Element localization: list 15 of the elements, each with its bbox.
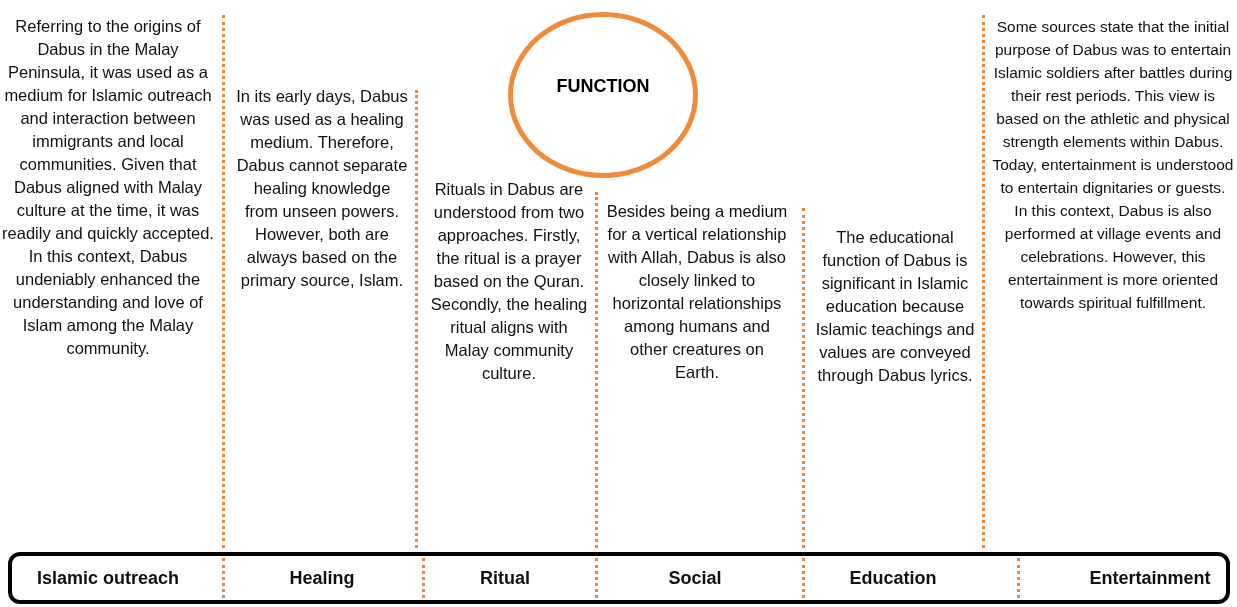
category-label: Social <box>668 567 722 589</box>
circle-title: FUNCTION <box>556 75 650 97</box>
category-label: Healing <box>289 567 355 589</box>
description-text: Rituals in Dabus are understood from two approaches. Firstly, the ritual is a prayer based on the Quran. Secondly, the healing ritual aligns with Malay community culture. <box>430 179 588 384</box>
description-text: Some sources state that the initial purpose of Dabus was to entertain Islamic soldiers after battles during their rest periods. This view is based on the athletic and physical strength elements within Dabus. Today, entertainment is understood to entertain dignitaries or guests. In this context, Dabus is also performed at village events and celebrations. However, this entertainment is more oriented towards spiritual fulfillment. <box>992 17 1234 313</box>
description-text: Besides being a medium for a vertical relationship with Allah, Dabus is also closely linked to horizontal relationships among humans and other creatures on Earth. <box>606 201 788 383</box>
category-label: Entertainment <box>1089 567 1211 589</box>
category-bar <box>8 552 1230 604</box>
description-text: The educational function of Dabus is significant in Islamic education because Islamic teachings and values are conveyed through Dabus lyrics. <box>814 227 976 386</box>
description-text: In its early days, Dabus was used as a healing medium. Therefore, Dabus cannot separate healing knowledge from unseen powers. However, both are always based on the primary source, Islam. <box>236 86 408 291</box>
category-label: Education <box>849 567 937 589</box>
description-text: Referring to the origins of Dabus in the Malay Peninsula, it was used as a medium for Islamic outreach and interaction between immigrants and local communities. Given that Dabus aligned with Malay culture at the time, it was readily and quickly accepted. In this context, Dabus undeniably enhanced the understanding and love of Islam among the Malay community. <box>2 16 214 359</box>
title-circle <box>508 12 698 178</box>
category-label: Islamic outreach <box>36 567 180 589</box>
category-label: Ritual <box>480 567 530 589</box>
